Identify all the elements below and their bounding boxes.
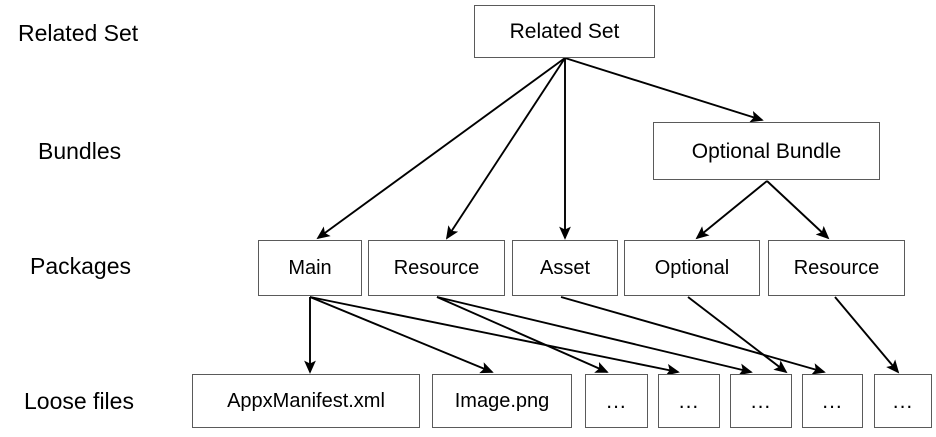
node-related-set-label: Related Set (509, 20, 620, 43)
edge-optionalbundle-to-optional (695, 180, 768, 240)
node-pkg-resource-2[interactable]: Resource (768, 240, 905, 296)
edge-relatedset-to-main (316, 57, 566, 240)
node-file-ellipsis-1[interactable]: ... (585, 374, 648, 428)
node-file-ellipsis-5-label: ... (892, 389, 914, 413)
node-file-ellipsis-4[interactable]: ... (802, 374, 863, 428)
edge-optional-to-ellipsis4b (687, 296, 788, 374)
row-packages-label: Packages (30, 253, 132, 279)
edge-resource2-to-ellipsis5 (834, 296, 900, 374)
node-file-ellipsis-5[interactable]: ... (874, 374, 932, 428)
node-pkg-resource-1[interactable]: Resource (368, 240, 505, 296)
node-file-image[interactable]: Image.png (432, 374, 572, 428)
node-file-image-label: Image.png (454, 390, 550, 412)
node-pkg-resource-2-label: Resource (793, 257, 880, 279)
node-pkg-asset-label: Asset (539, 257, 591, 279)
edge-relatedset-to-optionalbundle (564, 57, 764, 123)
edge-main-to-image (309, 296, 494, 374)
node-file-appxmanifest-label: AppxManifest.xml (227, 390, 385, 412)
row-loose-files-label: Loose files (24, 388, 134, 414)
node-pkg-optional[interactable]: Optional (624, 240, 760, 296)
node-file-ellipsis-3[interactable]: ... (730, 374, 792, 428)
edge-main-to-ellipsis2 (309, 296, 680, 376)
node-optional-bundle-label: Optional Bundle (691, 139, 842, 163)
edge-optionalbundle-to-resource2 (766, 180, 830, 240)
node-pkg-asset[interactable]: Asset (512, 240, 618, 296)
node-file-ellipsis-2-label: ... (678, 389, 700, 413)
edge-resource1-to-ellipsis1 (436, 296, 609, 373)
node-related-set[interactable]: Related Set (474, 5, 655, 58)
row-related-set-label: Related Set (18, 20, 139, 46)
node-optional-bundle[interactable]: Optional Bundle (653, 122, 880, 180)
node-file-appxmanifest[interactable]: AppxManifest.xml (192, 374, 420, 428)
edge-asset-to-ellipsis4 (560, 296, 826, 375)
edge-resource1-to-ellipsis3 (436, 296, 753, 376)
node-file-ellipsis-4-label: ... (822, 389, 843, 413)
edge-relatedset-to-resource1 (445, 57, 566, 240)
node-file-ellipsis-2[interactable]: ... (658, 374, 720, 428)
node-pkg-resource-1-label: Resource (393, 257, 480, 279)
node-pkg-main[interactable]: Main (258, 240, 362, 296)
node-pkg-optional-label: Optional (654, 257, 730, 279)
node-file-ellipsis-1-label: ... (606, 389, 627, 413)
row-bundles-label: Bundles (38, 138, 122, 164)
node-pkg-main-label: Main (288, 257, 332, 279)
node-file-ellipsis-3-label: ... (750, 389, 772, 413)
